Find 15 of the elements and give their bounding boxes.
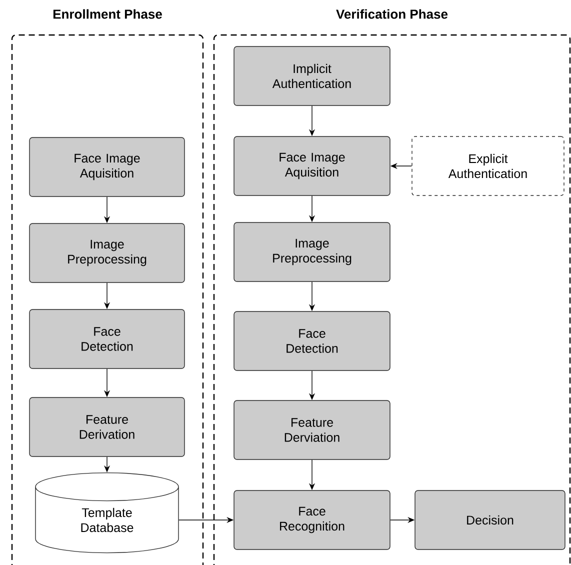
process-box: Explicit Authentication — [412, 136, 564, 196]
process-box: Feature Derivation — [29, 397, 185, 457]
process-box: Decision — [414, 490, 566, 550]
process-box: Image Preprocessing — [29, 223, 185, 283]
process-box: Face Image Aquisition — [29, 137, 185, 197]
database-cylinder: Template Database — [35, 472, 179, 554]
process-box: Face Detection — [29, 309, 185, 369]
process-box: Face Recognition — [234, 490, 390, 550]
process-box: Face Image Aquisition — [234, 136, 390, 196]
process-box: Face Detection — [234, 311, 390, 371]
process-box: Image Preprocessing — [234, 222, 390, 282]
process-box: Feature Derviation — [234, 400, 390, 460]
phase-heading: Enrollment Phase — [53, 9, 162, 19]
process-box: Implicit Authentication — [234, 46, 390, 106]
phase-heading: Verification Phase — [336, 9, 448, 19]
